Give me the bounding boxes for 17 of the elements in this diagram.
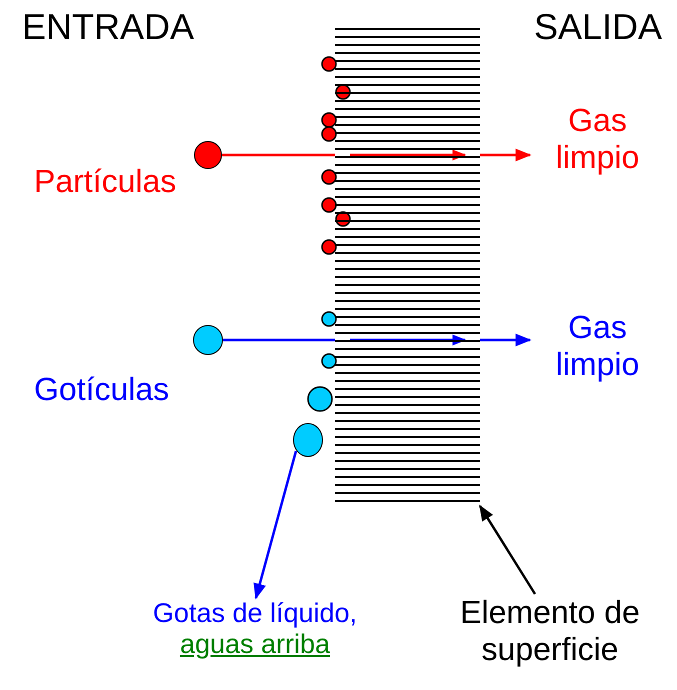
caption-text: Elemento de superficie: [459, 594, 641, 668]
caption-text: Gotículas: [34, 371, 170, 408]
caption-text: Gas limpio: [554, 102, 640, 176]
heading-text: ENTRADA: [22, 6, 194, 48]
caption-text: aguas arriba: [178, 629, 332, 660]
droplet-circle: [193, 325, 223, 355]
caption-text: Partículas: [34, 163, 176, 200]
arrow: [480, 334, 532, 346]
arrow: [478, 504, 536, 595]
caption-text: Gotas de líquido,: [152, 598, 358, 630]
filter-element: [335, 28, 480, 505]
heading-text: SALIDA: [534, 6, 662, 48]
particle-circle: [194, 141, 222, 169]
droplet-circle: [293, 423, 323, 457]
arrow: [254, 450, 298, 600]
caption-text: Gas limpio: [554, 309, 640, 383]
arrow: [480, 148, 532, 162]
